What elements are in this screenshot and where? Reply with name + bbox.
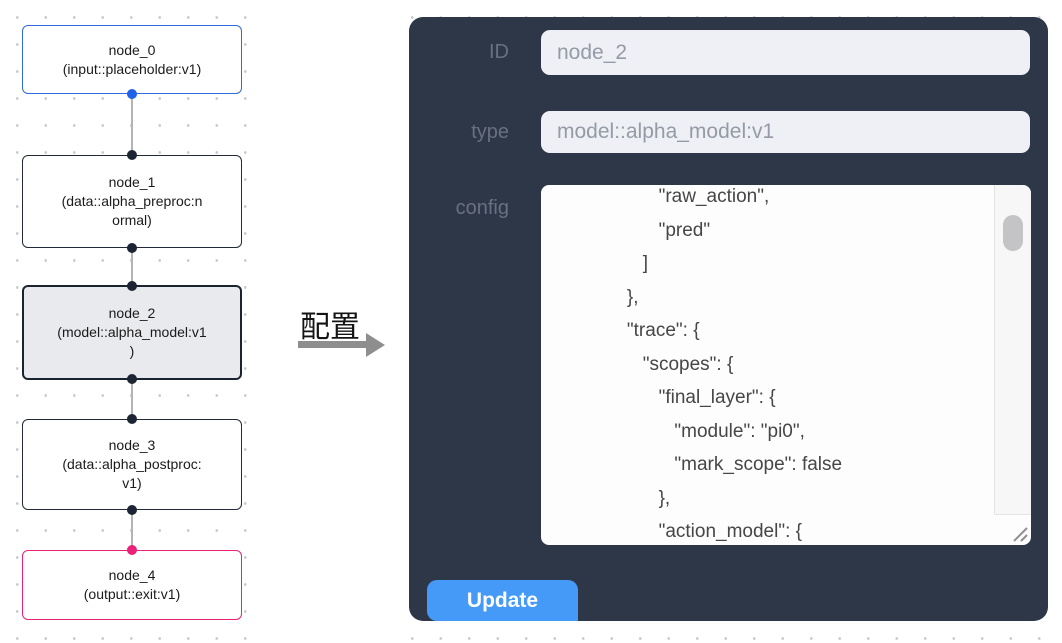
node-label: node_3 (data::alpha_postproc: v1) bbox=[62, 437, 202, 491]
flow-node-node_3[interactable]: node_3 (data::alpha_postproc: v1) bbox=[22, 414, 242, 515]
update-button[interactable]: Update bbox=[427, 580, 578, 621]
port-handle-top[interactable] bbox=[127, 281, 137, 291]
scrollbar-track[interactable] bbox=[994, 185, 1031, 515]
port-handle-bottom[interactable] bbox=[127, 89, 137, 99]
right-arrow-icon bbox=[298, 341, 366, 348]
port-handle-bottom[interactable] bbox=[127, 505, 137, 515]
id-input[interactable] bbox=[541, 30, 1030, 75]
resize-handle-icon[interactable] bbox=[1008, 522, 1028, 542]
node-label: node_2 (model::alpha_model:v1 ) bbox=[57, 305, 207, 359]
flow-node-node_1[interactable]: node_1 (data::alpha_preproc:n ormal) bbox=[22, 150, 242, 253]
config-editor[interactable]: "raw_action", "pred" ] }, "trace": { "sc… bbox=[541, 185, 1031, 545]
port-handle-top[interactable] bbox=[127, 414, 137, 424]
type-input[interactable] bbox=[541, 111, 1030, 153]
port-handle-top[interactable] bbox=[127, 150, 137, 160]
flow-node-node_2[interactable]: node_2 (model::alpha_model:v1 ) bbox=[22, 281, 242, 384]
flow-node-node_0[interactable]: node_0 (input::placeholder:v1) bbox=[22, 25, 242, 99]
port-handle-bottom[interactable] bbox=[127, 374, 137, 384]
port-handle-bottom[interactable] bbox=[127, 243, 137, 253]
scrollbar-thumb[interactable] bbox=[1003, 215, 1023, 251]
flow-node-node_4[interactable]: node_4 (output::exit:v1) bbox=[22, 545, 242, 620]
config-label: config bbox=[455, 197, 509, 219]
config-json-text[interactable]: "raw_action", "pred" ] }, "trace": { "sc… bbox=[626, 186, 843, 542]
type-label: type bbox=[471, 121, 509, 143]
node-label: node_0 (input::placeholder:v1) bbox=[62, 41, 202, 77]
config-panel: ID type config "raw_action", "pred" ] },… bbox=[409, 17, 1048, 621]
id-label: ID bbox=[489, 41, 509, 63]
transfer-label: 配置 bbox=[300, 311, 360, 344]
node-label: node_4 (output::exit:v1) bbox=[83, 567, 181, 602]
right-arrow-head-icon bbox=[366, 333, 385, 357]
port-handle-top[interactable] bbox=[127, 545, 137, 555]
node-label: node_1 (data::alpha_preproc:n ormal) bbox=[61, 174, 203, 228]
